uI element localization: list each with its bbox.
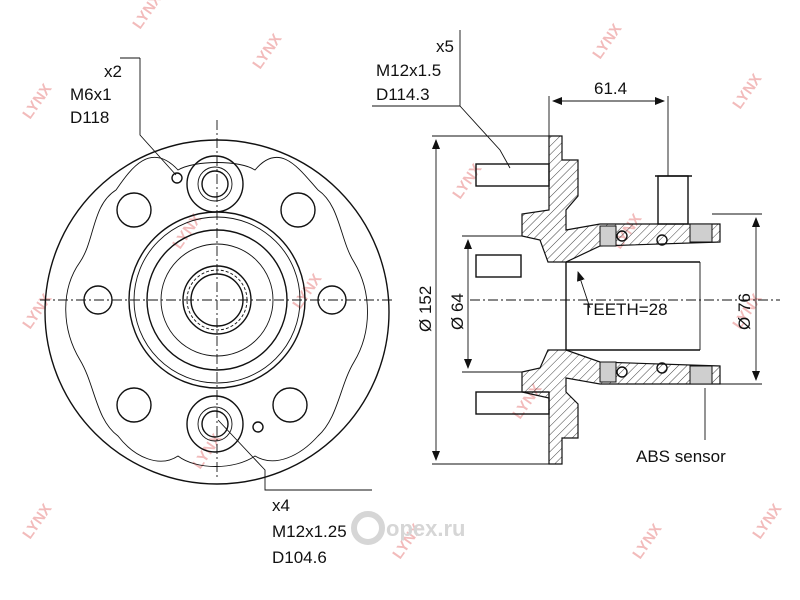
bottom-boss-hole <box>201 410 229 438</box>
abs-sensor-label: ABS sensor <box>636 447 726 466</box>
bearing-seal <box>599 225 617 247</box>
watermark-text: LYNX <box>589 21 625 62</box>
bottom-boss-chamfer <box>197 406 233 442</box>
bearing-diameter-label: Ø 76 <box>735 293 754 330</box>
flange-section-upper <box>521 135 721 263</box>
top-boss <box>186 155 244 213</box>
pilot-diameter-label: Ø 64 <box>448 293 467 330</box>
offset-label: 61.4 <box>594 79 627 98</box>
abs-ring <box>689 365 713 385</box>
bearing-seal <box>599 361 617 383</box>
bottom-boss <box>186 395 244 453</box>
abs-ring <box>689 223 713 243</box>
watermark-text: LYNX <box>449 161 485 202</box>
stud <box>475 254 522 278</box>
studs-thread: M12x1.5 <box>376 61 441 80</box>
roller <box>616 230 628 242</box>
flange-section-lower <box>521 349 721 465</box>
watermark-text: LYNX <box>729 71 765 112</box>
mount-holes-count: x4 <box>272 496 290 515</box>
small-holes-count: x2 <box>104 62 122 81</box>
flange-diameter-label: Ø 152 <box>416 286 435 332</box>
roller <box>656 234 668 246</box>
stud-hole <box>116 192 152 228</box>
watermark-text: LYNX <box>249 31 285 72</box>
studs-leader <box>372 30 511 169</box>
small-holes-diameter: D118 <box>70 108 109 127</box>
top-boss-hole <box>201 170 229 198</box>
teeth-leader <box>577 271 591 309</box>
stud <box>475 163 550 187</box>
side-view: Ø 152 Ø 64 Ø 76 61.4 x5 M12x1.5 D114.3 T… <box>372 30 780 466</box>
leader-small-holes <box>139 58 177 176</box>
watermark-text: LYNX <box>129 0 165 32</box>
leader-mount-holes <box>217 419 372 491</box>
stud-hole <box>116 387 152 423</box>
studs-diameter: D114.3 <box>376 85 430 104</box>
watermark-text: LYNX <box>19 501 55 542</box>
front-view: x2 M6x1 D118 x4 M12x1.25 D104.6 <box>40 57 395 567</box>
housing-ear <box>657 175 689 225</box>
watermark-text: LYNX <box>19 81 55 122</box>
flange-lobes <box>65 156 368 467</box>
stud-hole <box>280 192 316 228</box>
mount-holes-diameter: D104.6 <box>272 548 327 567</box>
roller <box>656 362 668 374</box>
watermark-text: LYNX <box>749 501 785 542</box>
small-holes-thread: M6x1 <box>70 85 112 104</box>
top-boss-chamfer <box>197 166 233 202</box>
small-hole <box>171 172 183 184</box>
site-watermark-text: opex.ru <box>386 516 465 541</box>
mount-holes-thread: M12x1.25 <box>272 522 347 541</box>
watermark-text: LYNX <box>19 291 55 332</box>
studs-count: x5 <box>436 37 454 56</box>
roller <box>616 366 628 378</box>
teeth-label: TEETH=28 <box>583 300 668 319</box>
small-hole <box>252 421 264 433</box>
watermark-text: LYNX <box>629 521 665 562</box>
stud-hole <box>272 387 308 423</box>
site-watermark: opex.ru <box>351 511 465 545</box>
